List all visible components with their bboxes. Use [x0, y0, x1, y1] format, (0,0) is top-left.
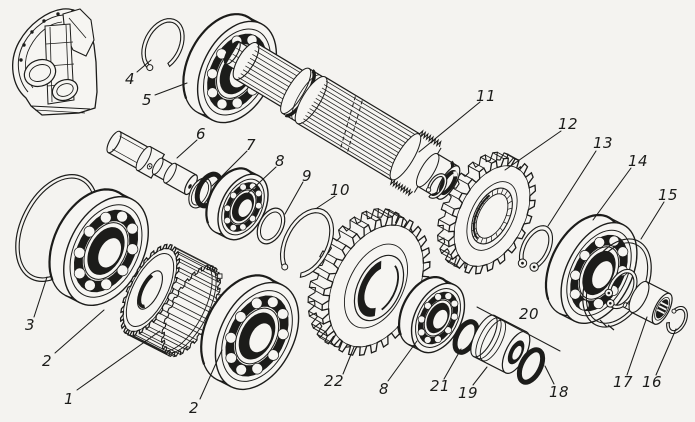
callout-19: 19 [458, 384, 478, 402]
stepped-shaft-6 [106, 130, 198, 196]
snap-ring-16 [666, 305, 688, 335]
callout-12: 12 [558, 115, 578, 133]
ring-9 [256, 207, 286, 245]
callout-13: 13 [593, 134, 613, 152]
snap-ring-shaft-end [425, 173, 448, 199]
snap-ring-13 [517, 225, 554, 272]
callout-16: 16 [642, 373, 662, 391]
leader-line-5 [154, 82, 188, 96]
leader-line-19 [472, 366, 488, 386]
callout-14: 14 [628, 152, 648, 170]
parts-layer [12, 8, 688, 391]
splined-hub-1 [119, 243, 223, 358]
callout-11: 11 [476, 87, 496, 105]
retaining-ring-4 [141, 18, 185, 72]
snap-ring-14-inner [604, 268, 638, 310]
leader-line-12 [504, 130, 562, 171]
leader-line-2 [54, 309, 105, 354]
leader-line-21 [443, 348, 462, 380]
callout-2: 2 [189, 399, 199, 417]
leader-line-14 [592, 167, 632, 221]
o-ring-18 [516, 347, 546, 385]
leader-line-15 [640, 201, 665, 240]
callout-17: 17 [613, 373, 633, 391]
leader-line-20 [476, 306, 561, 352]
callout-5: 5 [142, 91, 152, 109]
bearing-2-right [200, 274, 300, 391]
leader-line-8 [387, 340, 418, 382]
callout-15: 15 [658, 186, 678, 204]
leader-line-2 [199, 349, 223, 400]
callout-18: 18 [549, 383, 569, 401]
leader-line-17 [626, 316, 648, 376]
leader-line-7 [211, 150, 248, 187]
callout-8: 8 [379, 380, 389, 398]
bearing-2-left [48, 188, 149, 307]
leader-line-18 [544, 365, 555, 385]
leader-line-9 [284, 181, 304, 215]
leader-line-22 [342, 346, 355, 375]
gear-12 [437, 151, 537, 275]
leader-line-3 [33, 276, 48, 318]
leader-line-13 [547, 150, 597, 227]
bearing-8-rear [398, 276, 466, 354]
callout-7: 7 [246, 136, 256, 154]
housing-thumbnail [12, 8, 98, 116]
leader-line-1 [76, 330, 161, 391]
callout-6: 6 [196, 125, 206, 143]
callout-4: 4 [125, 70, 135, 88]
callout-21: 21 [430, 377, 450, 395]
callout-8: 8 [275, 152, 285, 170]
snap-ring-10 [279, 207, 335, 279]
leader-line-16 [655, 328, 677, 376]
leader-line-6 [176, 139, 198, 159]
callout-3: 3 [25, 316, 35, 334]
callout-1: 1 [64, 390, 74, 408]
callout-10: 10 [330, 181, 350, 199]
leader-line-10 [316, 195, 336, 209]
leader-line-8 [244, 166, 277, 197]
leader-line-4 [136, 59, 152, 73]
callout-2: 2 [42, 352, 52, 370]
callout-22: 22 [324, 372, 344, 390]
leader-lines [33, 59, 677, 400]
leader-line-11 [418, 101, 481, 153]
callout-20: 20 [519, 305, 539, 323]
sleeve-19 [470, 314, 531, 374]
callout-9: 9 [302, 167, 312, 185]
splined-bushing-17 [628, 280, 673, 325]
